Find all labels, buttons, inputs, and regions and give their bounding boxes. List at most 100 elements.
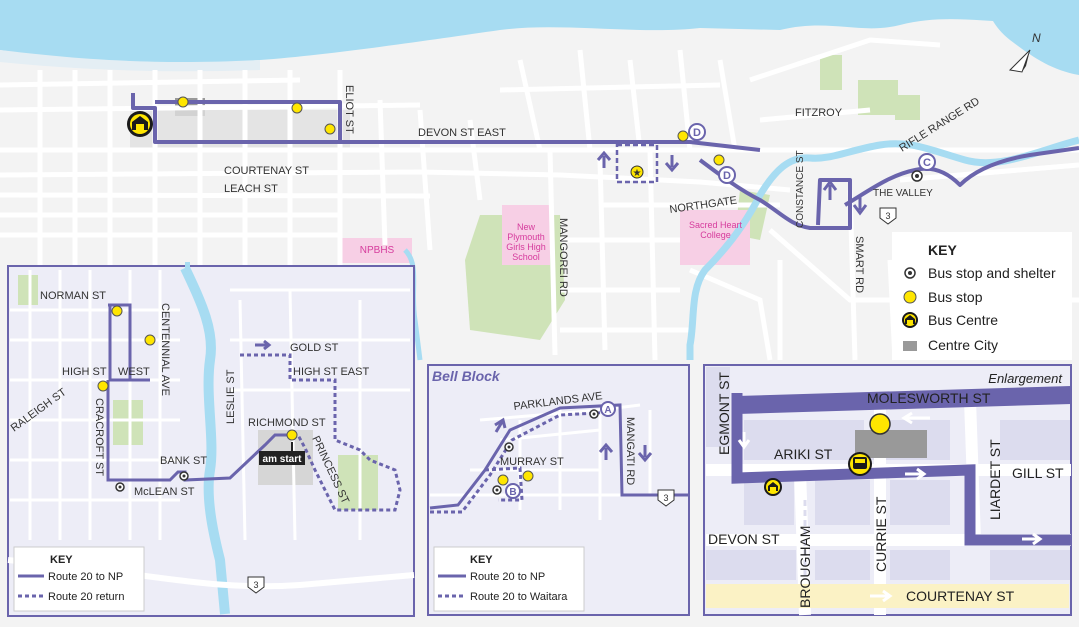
inset-bell-block: A B Bell Block PARKLANDS AVE MURRAY ST M… (427, 364, 690, 616)
street-label: BANK ST (160, 455, 207, 467)
key-item-label: Centre City (928, 337, 998, 353)
street-label: COURTENAY ST (906, 588, 1015, 604)
bus-stop-shelter-icon (915, 174, 919, 178)
state-highway-3-marker: 3 (247, 576, 265, 594)
school-label: New Plymouth Girls High School (506, 222, 546, 262)
mangorei-loop (615, 143, 659, 184)
street-label: NORMAN ST (40, 290, 106, 302)
street-label: MURRAY ST (500, 456, 564, 468)
bus-stop-icon (869, 413, 891, 435)
school-label-wrapper: Sacred Heart College (688, 220, 743, 240)
stop-marker-d2: D (718, 166, 736, 184)
te-henui-stream (686, 136, 1079, 360)
arrow-right-icon (1022, 532, 1043, 546)
street-label: RICHMOND ST (248, 417, 326, 429)
bus-stop-icon (522, 470, 534, 482)
svg-text:3: 3 (663, 493, 668, 503)
park (18, 275, 38, 305)
centre-city-block (855, 430, 927, 458)
arrow-up-icon (596, 150, 612, 168)
school-label: Sacred Heart College (688, 220, 743, 240)
route-20-line-main (131, 93, 761, 152)
state-highway-3-marker: 3 (657, 489, 675, 507)
school-label-wrapper: New Plymouth Girls High School (506, 222, 546, 262)
route-20-line-bell (429, 403, 690, 510)
stop-marker-d1: D (688, 123, 706, 141)
am-start-badge (259, 451, 305, 465)
street-label: SMART RD (853, 236, 865, 293)
arrow-down-icon (852, 195, 868, 216)
street-label: CONSTANCE ST (795, 150, 806, 228)
key-item-label: Route 20 return (48, 591, 124, 603)
inset-left: am start NORMAN ST CENTENNIAL AVE HIGH S… (7, 262, 415, 617)
bus-stop-shelter-icon (495, 488, 499, 492)
suburb-label: FITZROY (795, 107, 843, 119)
key-item-label: Bus stop and shelter (928, 265, 1056, 281)
street-label: HIGH ST (62, 366, 107, 378)
sea (0, 0, 1079, 65)
bus-stop-icon (903, 290, 917, 304)
svg-text:N: N (1032, 31, 1041, 45)
park (338, 455, 378, 510)
arrow-up-icon (598, 442, 614, 460)
stop-label-b: B (509, 487, 516, 498)
state-highway-3-marker: 3 (879, 207, 897, 225)
main-key: KEY Bus stop and shelter Bus stop Bus Ce… (892, 232, 1072, 360)
street-label: MANGATI RD (624, 417, 636, 485)
park (113, 400, 143, 445)
inset-title: Bell Block (432, 368, 501, 384)
inset-bell-key (433, 546, 585, 612)
inset-title: Enlargement (988, 371, 1063, 386)
street-label: LIARDET ST (987, 439, 1003, 520)
route-20-waitara-loop (484, 466, 524, 502)
street-label: LESLIE ST (225, 369, 237, 424)
street-label: GOLD ST (290, 342, 339, 354)
svg-text:3: 3 (885, 211, 890, 221)
road-network (0, 37, 1079, 361)
key-box (892, 232, 1072, 360)
stop-marker-b: B (505, 483, 521, 499)
key-item-label: Bus stop (928, 289, 983, 305)
key-item-label: Bus Centre (928, 312, 998, 328)
street-label: WEST (118, 366, 150, 378)
bus-stop-shelter-icon (182, 474, 186, 478)
lake (988, 0, 1079, 75)
bus-centre-icon (127, 111, 153, 137)
stop-label-a: A (604, 405, 611, 416)
bus-stop-icon (497, 474, 509, 486)
key-title: KEY (470, 554, 493, 566)
street-label: LEACH ST (224, 183, 278, 195)
bus-stop-icon (144, 334, 156, 346)
arrow-right-icon (870, 589, 893, 603)
arrow-down-icon (737, 432, 751, 450)
street-label: HIGH ST EAST (293, 366, 369, 378)
bus-stop-icon (97, 380, 109, 392)
route-20-waitara-bell (430, 410, 616, 514)
bus-stop-icon (111, 305, 123, 317)
stop-label-c: C (923, 157, 931, 169)
key-title: KEY (50, 554, 73, 566)
stop-label-d: D (723, 170, 731, 182)
street-label: EGMONT ST (716, 372, 732, 455)
molesworth-route (736, 386, 1072, 414)
svg-text:3: 3 (253, 580, 258, 590)
bus-stop-shelter-icon (118, 485, 122, 489)
bus-centre-icon (764, 478, 782, 496)
inset-left-roads (10, 270, 410, 541)
arrow-down-icon (637, 445, 653, 463)
arrow-down-icon (664, 155, 680, 173)
arrow-right-icon (255, 339, 272, 351)
north-arrow-icon: N (1008, 31, 1041, 73)
park (820, 55, 842, 90)
arrow-up-icon (494, 417, 507, 433)
street-label: DEVON ST EAST (418, 127, 506, 139)
key-item-label: Route 20 to NP (470, 571, 545, 583)
street-label: ELIOT ST (343, 85, 355, 134)
am-start-label: am start (263, 454, 303, 465)
street-label: McLEAN ST (134, 486, 195, 498)
bus-stop-shelter-icon (592, 412, 596, 416)
bus-stop-icon (177, 96, 189, 108)
street-label: MANGOREI RD (557, 218, 569, 297)
street-label: ARIKI ST (774, 446, 833, 462)
